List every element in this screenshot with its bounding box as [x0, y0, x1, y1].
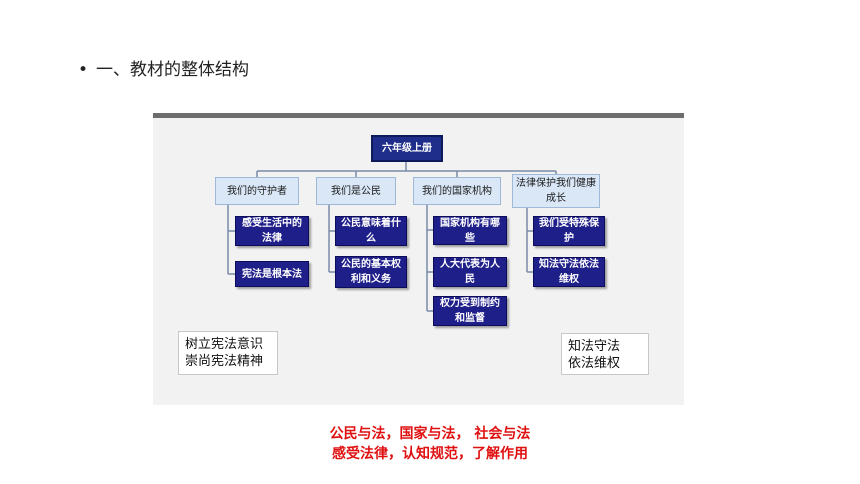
category-node-2: 我们是公民: [316, 177, 396, 205]
category-node-1: 我们的守护者: [215, 177, 299, 205]
diagram-top-border: [153, 113, 684, 118]
leaf-node: 我们受特殊保护: [533, 216, 605, 246]
caption-line-2: 感受法律，认知规范，了解作用: [332, 446, 528, 462]
note-right-line-2: 依法维权: [568, 356, 621, 371]
leaf-node: 公民意味着什么: [335, 216, 407, 246]
bullet-icon: •: [78, 60, 89, 80]
note-left-line-2: 崇尚宪法精神: [185, 354, 264, 369]
note-left: 树立宪法意识 崇尚宪法精神: [178, 331, 278, 375]
root-node: 六年级上册: [371, 135, 443, 162]
leaf-node: 国家机构有哪些: [433, 216, 507, 245]
leaf-node: 知法守法依法维权: [533, 257, 605, 287]
caption-line-1: 公民与法，国家与法， 社会与法: [329, 426, 531, 442]
section-heading: • 一、教材的整体结构: [78, 58, 249, 82]
leaf-node: 感受生活中的法律: [235, 216, 309, 246]
category-node-3: 我们的国家机构: [413, 177, 501, 205]
structure-diagram: 六年级上册 我们的守护者 我们是公民 我们的国家机构 法律保护我们健康成长 感受…: [153, 113, 684, 405]
leaf-node: 人大代表为人民: [433, 257, 507, 287]
leaf-node: 权力受到制约和监督: [433, 296, 507, 326]
section-heading-text: 一、教材的整体结构: [96, 60, 249, 80]
category-node-4: 法律保护我们健康成长: [512, 174, 600, 208]
note-right-line-1: 知法守法: [568, 339, 621, 354]
note-left-line-1: 树立宪法意识: [185, 337, 264, 352]
connector-lines: [227, 162, 557, 312]
leaf-node: 宪法是根本法: [235, 261, 309, 287]
leaf-node: 公民的基本权利和义务: [335, 256, 407, 288]
note-right: 知法守法 依法维权: [561, 333, 649, 375]
